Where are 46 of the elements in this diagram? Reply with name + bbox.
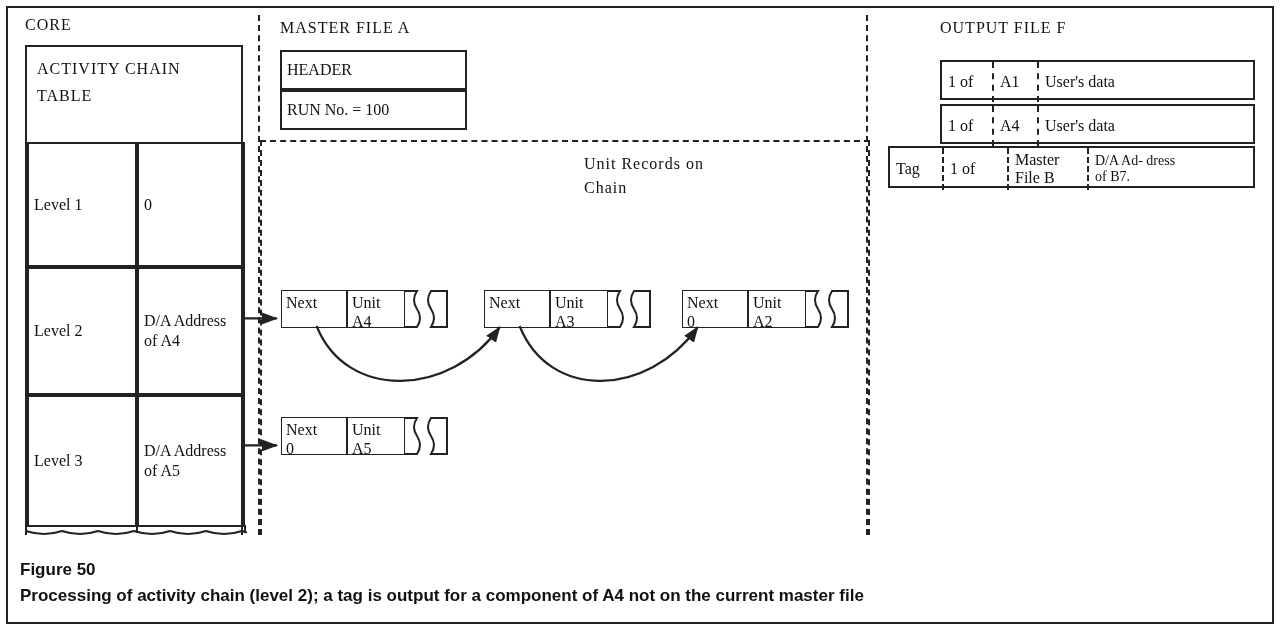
record-field: 1 of — [942, 106, 992, 146]
record-field: User's data — [1037, 62, 1257, 102]
region-heading: MASTER FILE A — [280, 18, 411, 38]
unit-record — [682, 290, 852, 328]
chain-region — [260, 140, 870, 535]
record-field: Unit A3 — [550, 290, 608, 328]
record-field: Unit A2 — [748, 290, 806, 328]
unit-record — [484, 290, 654, 328]
arrow — [243, 439, 278, 452]
record-field: 1 of — [942, 148, 1007, 190]
figure-number: Figure 50 — [20, 560, 96, 580]
record-field: A1 — [992, 62, 1037, 102]
arrow — [315, 325, 501, 382]
record-field: Unit A5 — [347, 417, 405, 455]
record-field: Master File B — [1007, 148, 1087, 190]
record-field: A4 — [992, 106, 1037, 146]
record-field: Next — [484, 290, 550, 328]
unit-record — [281, 290, 451, 328]
table-heading: ACTIVITY CHAIN TABLE — [37, 59, 182, 106]
region-heading: CORE — [25, 16, 72, 34]
output-record — [888, 146, 1255, 188]
table-cell: 0 — [137, 142, 245, 267]
output-record — [940, 104, 1255, 144]
table-cell: Level 1 — [27, 142, 137, 267]
table-cell: Level 3 — [27, 395, 137, 527]
unit-record — [281, 417, 451, 455]
arrow — [243, 312, 278, 325]
file-region — [258, 15, 868, 535]
table-cell: HEADER — [280, 50, 467, 90]
record-field: User's data — [1037, 106, 1257, 146]
record-field: Next 0 — [682, 290, 748, 328]
region-note: Unit Records on Chain — [584, 154, 705, 198]
table-cell: D/A Address of A5 — [137, 395, 245, 527]
table-cell: RUN No. = 100 — [280, 90, 467, 130]
figure-caption: Processing of activity chain (level 2); a tag is output for a component of A4 not on the current master file — [20, 586, 864, 606]
region-heading: OUTPUT FILE F — [940, 18, 1067, 38]
record-field: D/A Ad- dress of B7. — [1087, 148, 1257, 190]
output-record — [940, 60, 1255, 100]
record-field: Unit A4 — [347, 290, 405, 328]
table-cell: D/A Address of A4 — [137, 267, 245, 395]
table-cell: Level 2 — [27, 267, 137, 395]
record-field: 1 of — [942, 62, 992, 102]
arrow — [518, 325, 699, 382]
record-field: Tag — [890, 148, 942, 190]
record-field: Next — [281, 290, 347, 328]
record-field: Next 0 — [281, 417, 347, 455]
